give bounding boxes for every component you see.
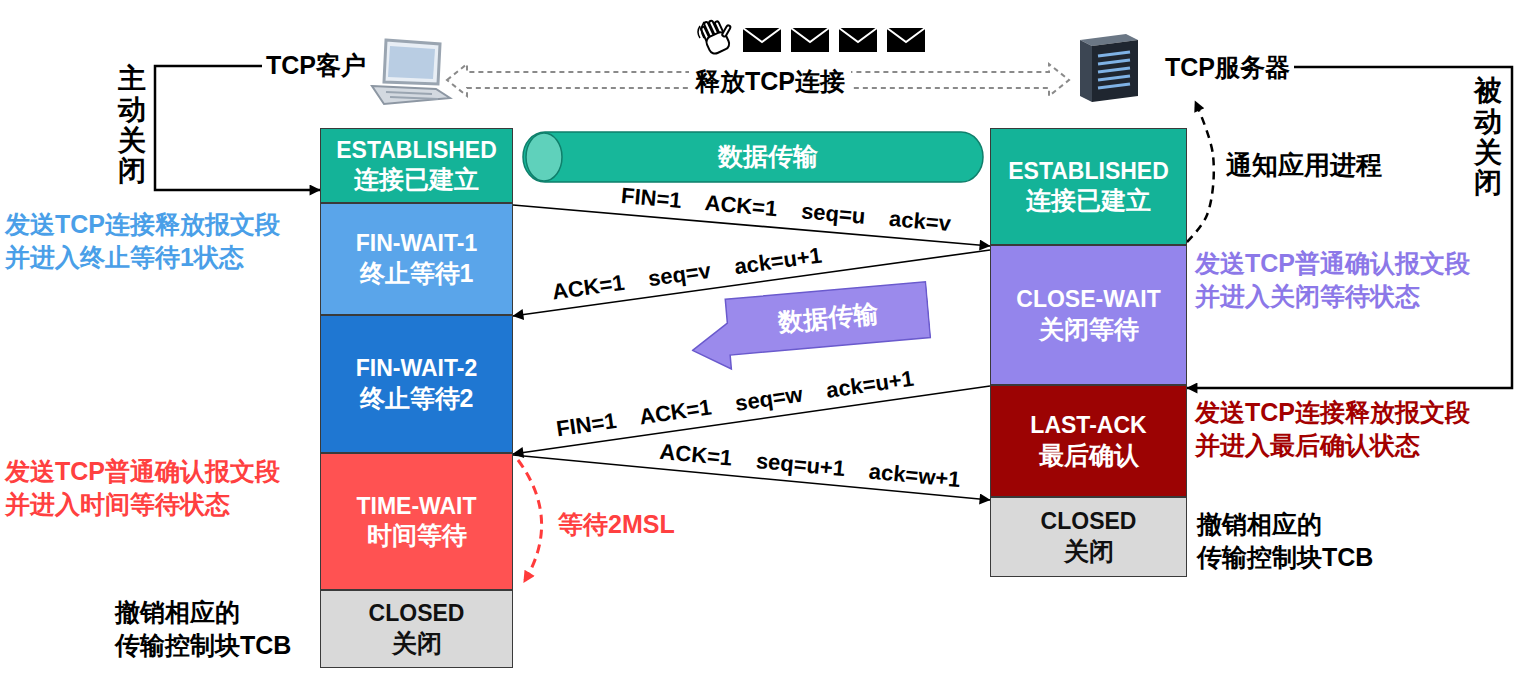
data-arrow: 数据传输 (687, 280, 933, 375)
band-body (523, 132, 983, 182)
endpoint-label: TCP客户 (262, 36, 445, 106)
server-slot (1098, 52, 1130, 56)
connector (155, 66, 320, 190)
laptop-display (388, 46, 435, 79)
node-subtitle: 终止等待2 (360, 383, 474, 414)
node-title: ESTABLISHED (336, 136, 497, 165)
state-box: CLOSE-WAIT关闭等待 (990, 245, 1187, 385)
node-title: FIN-WAIT-2 (356, 354, 477, 383)
node-title: TCP服务器 (1165, 52, 1290, 83)
state-box: LAST-ACK最后确认 (990, 385, 1187, 497)
node-subtitle: 连接已建立 (1026, 185, 1151, 216)
laptop-icon (372, 40, 450, 104)
state-box: FIN-WAIT-1终止等待1 (320, 203, 513, 315)
node-title: CLOSE-WAIT (1016, 285, 1160, 314)
node-subtitle: 终止等待1 (360, 258, 474, 289)
envelope-flap (839, 28, 877, 42)
connector (1187, 67, 1512, 388)
annotation: 发送TCP连接释放报文段 并进入最后确认状态 (1195, 396, 1495, 461)
annotation: 发送TCP普通确认报文段 并进入关闭等待状态 (1195, 247, 1495, 312)
state-box: ESTABLISHED连接已建立 (320, 128, 513, 203)
hand-thumb (722, 25, 731, 37)
envelope (887, 28, 925, 52)
node-title: ESTABLISHED (1008, 157, 1169, 186)
edge-label: 被动关闭 (1474, 76, 1502, 199)
node-title: 数据传输 (718, 141, 818, 172)
envelope (839, 28, 877, 52)
server-slot (1098, 76, 1130, 80)
node-title: CLOSED (369, 599, 465, 628)
node-subtitle: 关闭 (392, 628, 442, 659)
node-subtitle: 时间等待 (367, 520, 467, 551)
state-box: FIN-WAIT-2终止等待2 (320, 315, 513, 453)
node-subtitle: 连接已建立 (354, 164, 479, 195)
node-subtitle: 关闭 (1064, 536, 1114, 567)
laptop-keys (390, 97, 438, 99)
server-front (1092, 40, 1138, 102)
laptop-base (372, 86, 450, 104)
envelope (743, 28, 781, 52)
node-title: CLOSED (1041, 507, 1137, 536)
node-subtitle: 关闭等待 (1039, 314, 1139, 345)
laptop-keys (386, 92, 432, 94)
edge-label: 释放TCP连接 (689, 65, 851, 98)
node-title: FIN-WAIT-1 (356, 229, 477, 258)
state-box: TIME-WAIT时间等待 (320, 453, 513, 590)
band-end (526, 133, 562, 181)
state-box: CLOSED关闭 (990, 497, 1187, 577)
waving-hand-icon (698, 13, 739, 55)
motion-lines (698, 22, 704, 38)
state-box: ESTABLISHED连接已建立 (990, 128, 1187, 245)
edge-label: ACK=1 seq=v ack=u+1 (550, 242, 823, 305)
edge-group (155, 64, 1512, 500)
data-band: 数据传输 (522, 131, 984, 183)
annotation: 撤销相应的 传输控制块TCB (1197, 508, 1397, 573)
node-title: TCP客户 (266, 50, 366, 81)
node-title: LAST-ACK (1030, 411, 1146, 440)
server-slot (1098, 84, 1130, 88)
annotation: 发送TCP普通确认报文段 并进入时间等待状态 (5, 455, 315, 520)
edge-label: 主动关闭 (118, 64, 146, 187)
envelope-flap (791, 28, 829, 42)
edge-label: FIN=1 ACK=1 seq=u ack=v (621, 183, 953, 237)
server-icon (1080, 34, 1138, 102)
envelope-flap (743, 28, 781, 42)
timer-arc (518, 460, 542, 582)
arrow-shape (688, 282, 931, 372)
state-box: CLOSED关闭 (320, 590, 513, 668)
envelope (791, 28, 829, 52)
edge-label: ACK=1 seq=u+1 ack=w+1 (659, 439, 962, 493)
server-slot (1098, 68, 1130, 72)
envelope-flap (887, 28, 925, 42)
endpoint-label: TCP服务器 (1072, 35, 1294, 101)
node-subtitle: 最后确认 (1039, 440, 1139, 471)
edge-label: 通知应用进程 (1226, 148, 1382, 183)
annotation: 发送TCP连接释放报文段 并进入终止等待1状态 (5, 208, 315, 273)
server-slot (1098, 60, 1130, 64)
connector (1187, 101, 1214, 242)
server-side (1080, 40, 1092, 102)
node-title: TIME-WAIT (356, 492, 476, 521)
annotation: 撤销相应的 传输控制块TCB (115, 596, 315, 661)
edge-label: FIN=1 ACK=1 seq=w ack=u+1 (554, 366, 915, 443)
envelope-icons (743, 28, 925, 52)
laptop-screen (384, 40, 440, 84)
annotation: 等待2MSL (558, 508, 675, 541)
